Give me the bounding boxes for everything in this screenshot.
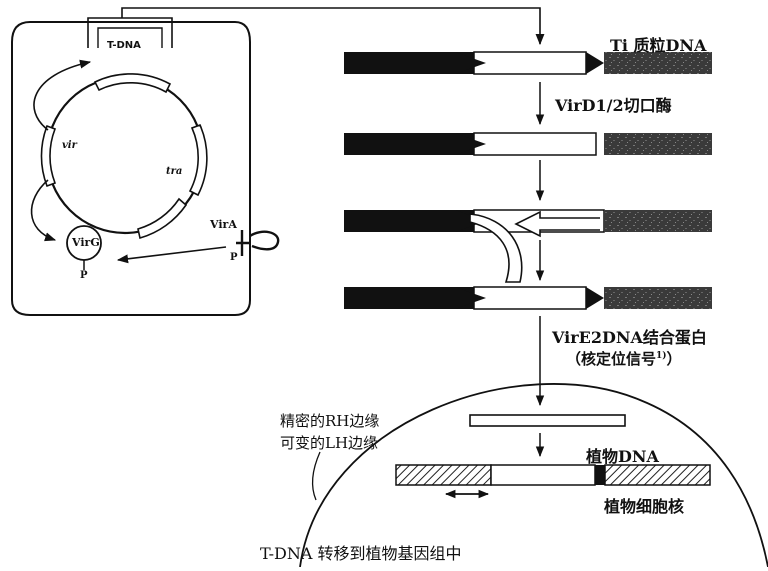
row3-right-speckle: [604, 210, 712, 232]
ti-plasmid-label: Ti 质粒DNA: [610, 32, 706, 56]
plant-dna-right-hatch: [605, 465, 710, 485]
vir-label: vir: [62, 140, 77, 151]
rh-border-label: 精密的RH边缘: [280, 410, 379, 431]
virg-label: VirG: [72, 236, 100, 249]
vir-to-tdna-arrow: [34, 62, 90, 130]
step3-label-line1: VirE2DNA结合蛋白: [552, 324, 707, 348]
row1-left-dark: [344, 52, 474, 74]
step1-label: VirD1/2切口酶: [555, 92, 672, 116]
vir-to-virg-arrow: [32, 180, 55, 240]
border-label-leader: [313, 452, 320, 500]
lh-border-label: 可变的LH边缘: [280, 432, 378, 453]
plant-dna-rh-junction: [595, 465, 605, 485]
vira-receptor: [236, 230, 278, 256]
row2-center-white: [474, 133, 596, 155]
tra-segment-2: [138, 199, 186, 238]
plant-dna-left-hatch: [396, 465, 491, 485]
tdna-label: T-DNA: [107, 40, 141, 51]
tdna-segment: [95, 74, 170, 92]
figure-caption: T-DNA 转移到植物基因组中: [260, 540, 462, 564]
row1-center-white: [474, 52, 586, 74]
step3-label-text: （核定位信号: [566, 350, 656, 368]
plant-nucleus-label: 植物细胞核: [604, 493, 684, 517]
vir-segment: [41, 126, 55, 186]
vira-phosphate-label: P: [230, 252, 238, 263]
row1-right-border-arrow: [586, 52, 604, 74]
row2-left-dark: [344, 133, 474, 155]
step3-label-line2: （核定位信号1)）: [566, 348, 682, 369]
vira-label: VirA: [210, 218, 237, 231]
row3-left-dark: [344, 210, 474, 232]
step3-label-superscript: 1): [656, 351, 667, 361]
row2-right-speckle: [604, 133, 712, 155]
virg-phosphate-label: P: [80, 270, 88, 281]
plant-dna-insert: [491, 465, 595, 485]
row4-center-white: [474, 287, 586, 309]
row4-right-speckle: [604, 287, 712, 309]
tra-label: tra: [166, 166, 182, 177]
row4-right-border-arrow: [586, 287, 604, 309]
vira-to-virg-arrow: [118, 247, 226, 260]
step3-label-close: ）: [667, 350, 682, 368]
ssdna-in-nucleus: [470, 415, 625, 426]
tra-segment: [190, 125, 207, 195]
row4-left-dark: [344, 287, 474, 309]
plant-dna-label: 植物DNA: [586, 443, 659, 467]
